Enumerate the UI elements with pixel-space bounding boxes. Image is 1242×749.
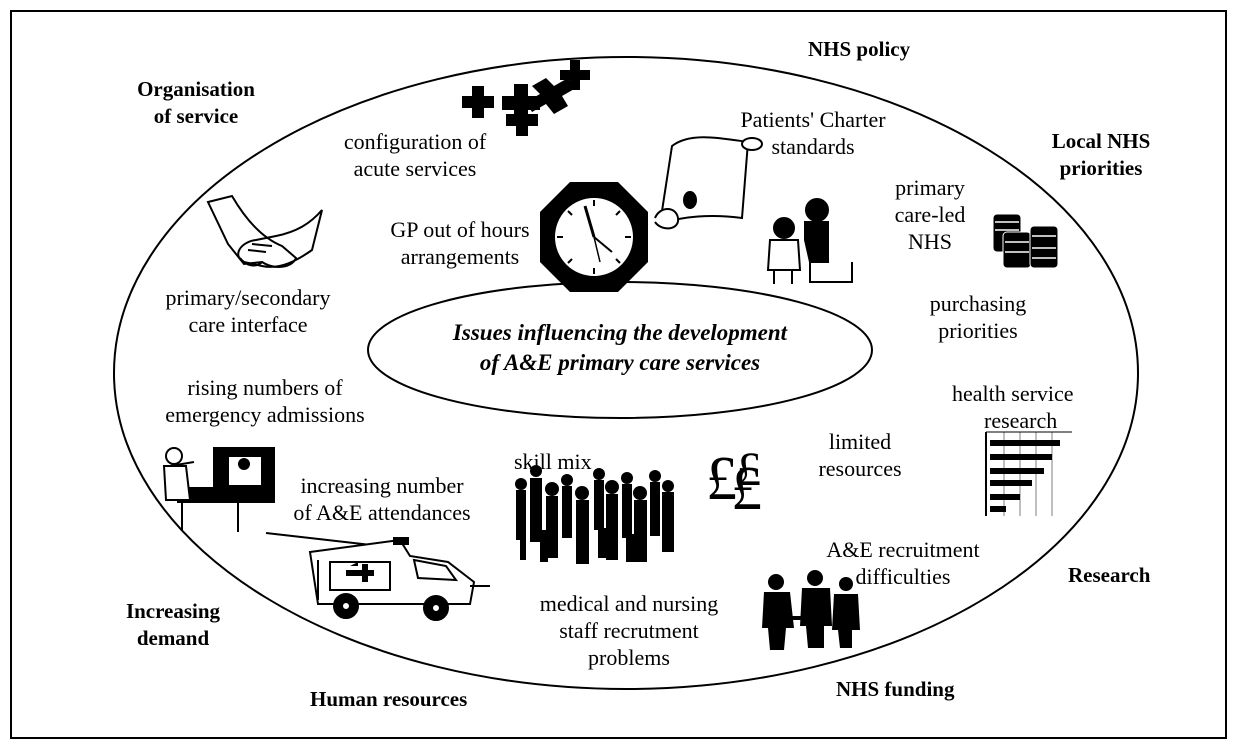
bar-chart-icon	[985, 431, 1072, 516]
ambulance-icon	[265, 532, 490, 621]
issue-gp-out-of-hours-line2: arrangements	[400, 244, 520, 269]
category-local-nhs-priorities: Local NHS priorities	[1036, 128, 1166, 182]
category-organisation-line1: Organisation	[137, 77, 255, 101]
category-human-resources: Human resources	[310, 687, 468, 711]
issue-configuration-line1: configuration of	[343, 129, 487, 154]
business-people-icon	[762, 570, 860, 650]
coins-icon	[992, 213, 1059, 269]
category-increasing-demand-line1: Increasing	[125, 599, 221, 623]
crowd-icon	[515, 465, 674, 564]
issue-configuration-line2: acute services	[353, 156, 477, 181]
issue-staff-recruitment-problems: medical and nursing staff recrutment pro…	[524, 590, 734, 671]
issue-interface-line1: primary/secondary	[165, 285, 331, 310]
outer-ellipse	[113, 56, 1139, 690]
category-local-nhs-line2: priorities	[1059, 156, 1143, 180]
issue-staff-recruitment-line3: problems	[588, 645, 670, 670]
issue-limited-resources: limited resources	[806, 428, 914, 482]
issue-purchasing-priorities: purchasing priorities	[918, 290, 1038, 344]
issue-health-research-line2: research	[984, 408, 1058, 433]
pound-sign-1: £	[706, 445, 737, 513]
issue-skill-mix: skill mix	[514, 449, 592, 474]
issue-limited-resources-line1: limited	[828, 429, 892, 454]
medical-crosses-icon	[462, 60, 590, 136]
issue-gp-out-of-hours: GP out of hours arrangements	[380, 216, 540, 270]
doctor-patient-icon	[766, 198, 853, 284]
issue-patients-charter-line1: Patients' Charter	[740, 107, 886, 132]
center-title-line1: Issues influencing the development	[452, 320, 788, 345]
issue-health-service-research: health service research	[952, 380, 1074, 434]
issue-gp-out-of-hours-line1: GP out of hours	[390, 217, 530, 242]
issue-primary-care-led-line1: primary	[895, 175, 965, 200]
diagram-frame	[10, 10, 1227, 739]
issue-rising-emergency-admissions: rising numbers of emergency admissions	[160, 374, 370, 428]
handshake-icon	[206, 194, 323, 268]
category-nhs-funding: NHS funding	[836, 677, 955, 701]
issue-rising-admissions-line1: rising numbers of	[187, 375, 343, 400]
issue-limited-resources-line2: resources	[818, 456, 902, 481]
hospital-bed-icon	[162, 447, 275, 532]
issue-ae-recruitment-line1: A&E recruitment	[826, 537, 980, 562]
issue-ae-recruitment-line2: difficulties	[855, 564, 951, 589]
category-organisation-of-service: Organisation of service	[126, 76, 266, 130]
issue-interface-line2: care interface	[188, 312, 308, 337]
issue-purchasing-line2: priorities	[938, 318, 1018, 343]
pound-sign-3: £	[731, 455, 762, 523]
issue-primary-care-led-line2: care-led	[894, 202, 966, 227]
issue-primary-secondary-interface: primary/secondary care interface	[148, 284, 348, 338]
issue-health-research-line1: health service	[952, 381, 1074, 406]
center-title: Issues influencing the development of A&…	[370, 318, 870, 378]
issue-increasing-ae-attendances: increasing number of A&E attendances	[282, 472, 482, 526]
issue-patients-charter-line2: standards	[771, 134, 855, 159]
issue-increasing-attendances-line2: of A&E attendances	[293, 500, 471, 525]
category-local-nhs-line1: Local NHS	[1051, 129, 1151, 153]
pound-signs-icon: £££	[706, 443, 792, 520]
category-organisation-line2: of service	[153, 104, 239, 128]
issue-staff-recruitment-line2: staff recrutment	[559, 618, 699, 643]
issue-configuration-acute-services: configuration of acute services	[325, 128, 505, 182]
issue-primary-care-led-line3: NHS	[907, 229, 952, 254]
issue-increasing-attendances-line1: increasing number	[300, 473, 464, 498]
issue-rising-admissions-line2: emergency admissions	[165, 402, 365, 427]
category-research: Research	[1068, 563, 1151, 587]
issue-staff-recruitment-line1: medical and nursing	[539, 591, 719, 616]
issue-primary-care-led-nhs: primary care-led NHS	[880, 174, 980, 255]
category-increasing-demand-line2: demand	[136, 626, 210, 650]
issue-ae-recruitment-difficulties: A&E recruitment difficulties	[810, 536, 996, 590]
clock-icon	[540, 182, 648, 292]
center-title-line2: of A&E primary care services	[479, 350, 761, 375]
pound-sign-2: £	[737, 443, 761, 496]
category-increasing-demand: Increasing demand	[110, 598, 236, 652]
category-nhs-policy: NHS policy	[808, 37, 911, 61]
issue-purchasing-line1: purchasing	[929, 291, 1027, 316]
scroll-icon	[654, 136, 763, 230]
issue-patients-charter: Patients' Charter standards	[722, 106, 904, 160]
